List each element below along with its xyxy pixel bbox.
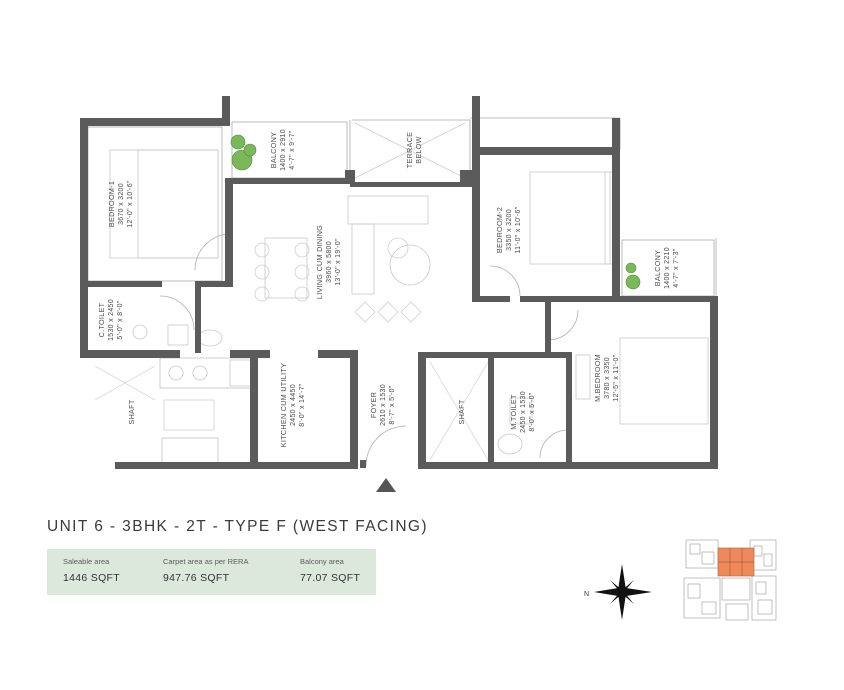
- living-imperial: 13'-0" x 19'-0": [335, 238, 342, 286]
- area-summary: Saleable area 1446 SQFT Carpet area as p…: [47, 549, 376, 595]
- plant-decor: [230, 134, 641, 290]
- room-label-shaft2: SHAFT: [457, 399, 466, 424]
- area-value: 1446 SQFT: [63, 572, 120, 584]
- ctoilet-imperial: 5'-0" x 8'-0": [117, 300, 124, 339]
- unit-title: UNIT 6 - 3BHK - 2T - TYPE F (WEST FACING…: [47, 518, 428, 535]
- compass-north-label: N: [584, 591, 589, 598]
- room-label-bedroom1: BEDROOM-1 3670 x 3200 12'-0" x 10'-6": [107, 180, 134, 228]
- ctoilet-name: C.TOILET: [97, 302, 106, 337]
- terrace-name2: BELOW: [414, 136, 423, 163]
- mtoilet-imperial: 8'-0" x 5'-0": [529, 392, 536, 431]
- bedroom1-name: BEDROOM-1: [107, 181, 116, 227]
- foyer-imperial: 8'-7" x 5'-0": [389, 385, 396, 424]
- bedroom2-metric: 3350 x 3200: [506, 209, 513, 251]
- foyer-metric: 2610 x 1530: [380, 384, 387, 426]
- bedroom2-imperial: 11'-0" x 10'-6": [515, 206, 522, 253]
- foyer-name: FOYER: [369, 392, 378, 418]
- room-label-terrace: TERRACE BELOW: [405, 132, 423, 168]
- area-balcony: Balcony area 77.07 SQFT: [300, 557, 360, 584]
- floor-plan: BEDROOM-1 3670 x 3200 12'-0" x 10'-6" BA…: [80, 96, 718, 492]
- room-label-foyer: FOYER 2610 x 1530 8'-7" x 5'-0": [369, 384, 396, 426]
- kitchen-name: KITCHEN CUM UTILITY: [279, 363, 288, 447]
- room-label-balcony1: BALCONY 1400 x 2910 4'-7" x 9'-7": [269, 129, 296, 171]
- mbedroom-name: M.BEDROOM: [593, 354, 602, 402]
- floor-plan-lines: [87, 117, 717, 467]
- balcony2-imperial: 4'-7" x 7'-3": [673, 248, 680, 287]
- mtoilet-name: M.TOILET: [509, 394, 518, 430]
- ctoilet-metric: 1530 x 2450: [108, 299, 115, 341]
- balcony2-name: BALCONY: [653, 250, 662, 286]
- key-plan: [683, 539, 777, 621]
- area-label: Balcony area: [300, 557, 344, 566]
- balcony2-metric: 1400 x 2210: [664, 247, 671, 289]
- room-label-balcony2: BALCONY 1400 x 2210 4'-7" x 7'-3": [653, 247, 680, 289]
- area-label: Carpet area as per RERA: [163, 557, 249, 566]
- shaft2-name: SHAFT: [457, 399, 466, 424]
- balcony1-name: BALCONY: [269, 132, 278, 168]
- area-saleable: Saleable area 1446 SQFT: [63, 557, 120, 584]
- area-carpet: Carpet area as per RERA 947.76 SQFT: [163, 557, 248, 584]
- compass-star-icon: [594, 564, 652, 620]
- balcony1-imperial: 4'-7" x 9'-7": [289, 130, 296, 169]
- room-label-mtoilet: M.TOILET 2450 x 1530 8'-0" x 5'-0": [509, 391, 536, 433]
- kitchen-imperial: 8'-0" x 14'-7": [299, 383, 306, 427]
- walls: [80, 96, 718, 469]
- bedroom2-name: BEDROOM-2: [495, 207, 504, 253]
- balcony1-metric: 1400 x 2910: [280, 129, 287, 171]
- compass: N: [584, 564, 652, 620]
- kitchen-metric: 2450 x 4450: [290, 384, 297, 426]
- area-value: 947.76 SQFT: [163, 572, 230, 584]
- room-label-shaft1: SHAFT: [127, 399, 136, 424]
- area-label: Saleable area: [63, 557, 110, 566]
- living-metric: 3960 x 5800: [326, 241, 333, 283]
- shaft1-name: SHAFT: [127, 399, 136, 424]
- bedroom1-imperial: 12'-0" x 10'-6": [127, 180, 134, 228]
- mtoilet-metric: 2450 x 1530: [520, 391, 527, 433]
- area-value: 77.07 SQFT: [300, 572, 361, 584]
- living-name: LIVING CUM DINING: [315, 225, 324, 299]
- room-label-mbedroom: M.BEDROOM 3780 x 3350 12'-5" x 11'-0": [593, 354, 620, 402]
- entrance-arrow-icon: [376, 478, 396, 492]
- room-label-living: LIVING CUM DINING 3960 x 5800 13'-0" x 1…: [315, 225, 342, 299]
- mbedroom-metric: 3780 x 3350: [604, 357, 611, 399]
- terrace-name: TERRACE: [405, 132, 414, 168]
- room-label-ctoilet: C.TOILET 1530 x 2450 5'-0" x 8'-0": [97, 299, 124, 341]
- mbedroom-imperial: 12'-5" x 11'-0": [613, 354, 620, 401]
- room-label-kitchen: KITCHEN CUM UTILITY 2450 x 4450 8'-0" x …: [279, 363, 306, 447]
- bedroom1-metric: 3670 x 3200: [118, 183, 125, 225]
- room-label-bedroom2: BEDROOM-2 3350 x 3200 11'-0" x 10'-6": [495, 206, 522, 253]
- room-labels: BEDROOM-1 3670 x 3200 12'-0" x 10'-6" BA…: [97, 129, 680, 447]
